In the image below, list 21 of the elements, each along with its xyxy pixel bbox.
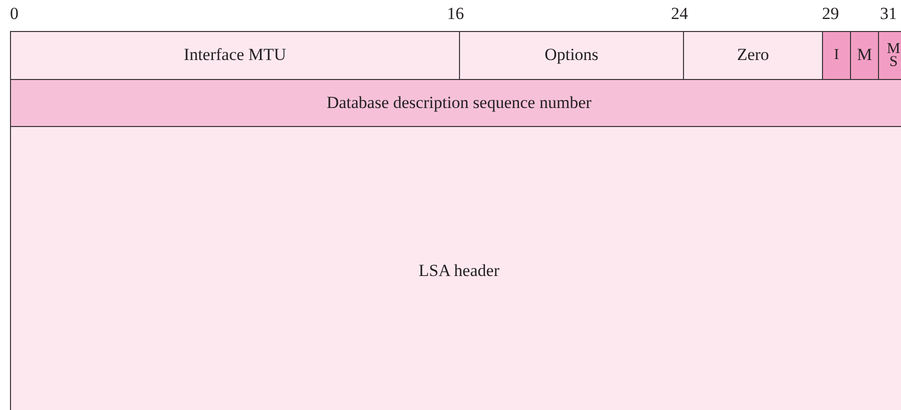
field-label: Zero	[736, 45, 770, 66]
header-field	[10, 126, 901, 410]
bit-offset-label: 29	[822, 5, 839, 22]
field-label: LSA header	[418, 260, 500, 282]
header-field	[822, 31, 851, 80]
header-field	[10, 79, 901, 127]
bit-offset-label: 24	[671, 5, 688, 22]
bit-offset-label: 0	[10, 5, 18, 22]
bit-offset-label: 31	[880, 5, 897, 22]
field-label: Interface MTU	[184, 45, 286, 66]
field-label: M S	[886, 42, 901, 68]
field-label: I	[834, 49, 839, 62]
bit-offset-label: 16	[447, 5, 464, 22]
header-field	[683, 31, 823, 80]
field-label: Options	[544, 45, 598, 66]
field-label: M	[856, 45, 872, 66]
header-field	[850, 31, 879, 80]
field-label: Database description sequence number	[326, 92, 592, 114]
header-field	[10, 31, 460, 80]
header-field	[459, 31, 684, 80]
header-field	[878, 31, 901, 80]
